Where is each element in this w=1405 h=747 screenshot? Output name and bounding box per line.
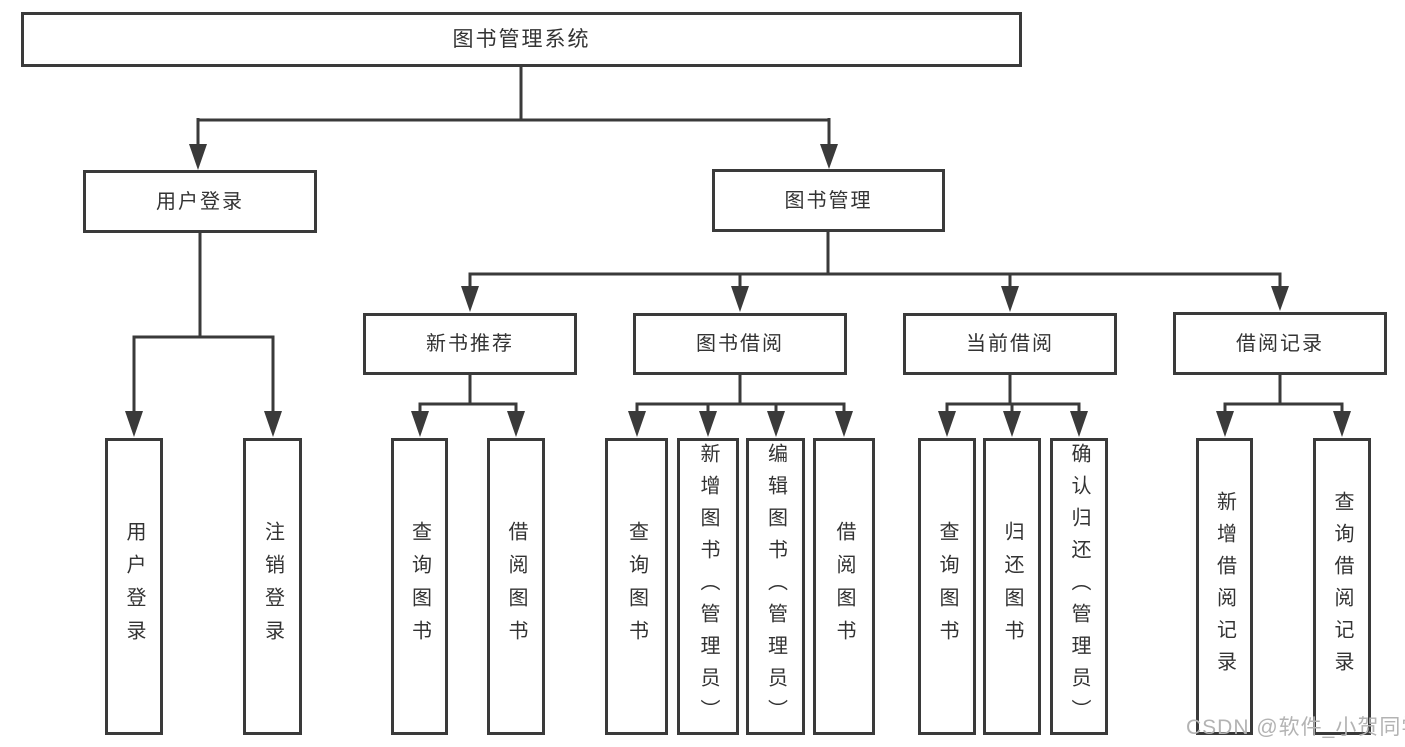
leaf-logout: 注销登录 <box>243 438 302 735</box>
wire-new-book-split <box>411 375 525 437</box>
arrow-to-user-login <box>189 144 207 170</box>
leaf-label: 新增借阅记录 <box>1213 490 1236 683</box>
leaf-current-query-books: 查询图书 <box>918 438 976 735</box>
leaf-borrowing-query-books: 查询图书 <box>605 438 668 735</box>
leaf-label: 借阅图书 <box>505 520 527 653</box>
leaf-label: 查询图书 <box>936 520 958 653</box>
node-book-borrowing: 图书借阅 <box>633 313 847 375</box>
node-label: 当前借阅 <box>966 333 1054 355</box>
leaf-user-login: 用户登录 <box>105 438 163 735</box>
node-label: 图书管理 <box>784 189 873 212</box>
node-book-management: 图书管理 <box>712 169 945 232</box>
leaf-label: 注销登录 <box>261 520 284 653</box>
leaf-add-borrow-record: 新增借阅记录 <box>1196 438 1253 735</box>
arrow-to-book-management <box>820 144 838 169</box>
node-label: 借阅记录 <box>1236 332 1324 355</box>
leaf-recommend-borrow-books: 借阅图书 <box>487 438 545 735</box>
wire-book-management-split <box>461 232 1289 312</box>
wire-borrowing-records-split <box>1216 375 1351 437</box>
leaf-return-books: 归还图书 <box>983 438 1041 735</box>
leaf-label: 编辑图书（管理员） <box>764 442 787 731</box>
wire-book-borrowing-split <box>628 375 853 437</box>
node-borrowing-records: 借阅记录 <box>1173 312 1387 375</box>
leaf-recommend-query-books: 查询图书 <box>391 438 448 735</box>
leaf-label: 确认归还（管理员） <box>1068 442 1090 731</box>
node-label: 图书管理系统 <box>452 28 591 51</box>
arrow-to-user-login-leaf <box>125 411 143 437</box>
leaf-confirm-return-admin: 确认归还（管理员） <box>1050 438 1108 735</box>
node-label: 图书借阅 <box>696 333 784 355</box>
wire-current-borrowing-split <box>938 375 1088 437</box>
leaf-label: 查询图书 <box>625 520 648 653</box>
arrow-to-new-book <box>461 286 479 312</box>
arrow-to-current-borrowing <box>1001 286 1019 312</box>
leaf-label: 借阅图书 <box>833 520 855 653</box>
wire-user-login-split <box>125 233 282 437</box>
wire-root-split <box>189 67 838 170</box>
arrow-to-book-borrowing <box>731 286 749 312</box>
leaf-add-books-admin: 新增图书（管理员） <box>677 438 739 735</box>
node-label: 用户登录 <box>156 190 244 213</box>
arrow-to-logout-leaf <box>264 411 282 437</box>
leaf-borrowing-borrow-books: 借阅图书 <box>813 438 875 735</box>
leaf-label: 查询图书 <box>408 520 431 653</box>
leaf-label: 归还图书 <box>1001 520 1023 653</box>
leaf-label: 用户登录 <box>123 520 145 653</box>
node-user-login: 用户登录 <box>83 170 317 233</box>
leaf-edit-books-admin: 编辑图书（管理员） <box>746 438 805 735</box>
node-library-management-system: 图书管理系统 <box>21 12 1022 67</box>
node-label: 新书推荐 <box>426 333 514 355</box>
arrow-to-borrowing-records <box>1271 286 1289 311</box>
node-current-borrowing: 当前借阅 <box>903 313 1117 375</box>
leaf-query-borrow-record: 查询借阅记录 <box>1313 438 1371 735</box>
csdn-watermark: CSDN @软件_小贺同学 <box>1186 716 1405 739</box>
node-new-book-recommend: 新书推荐 <box>363 313 577 375</box>
leaf-label: 查询借阅记录 <box>1331 490 1353 683</box>
leaf-label: 新增图书（管理员） <box>697 442 719 731</box>
